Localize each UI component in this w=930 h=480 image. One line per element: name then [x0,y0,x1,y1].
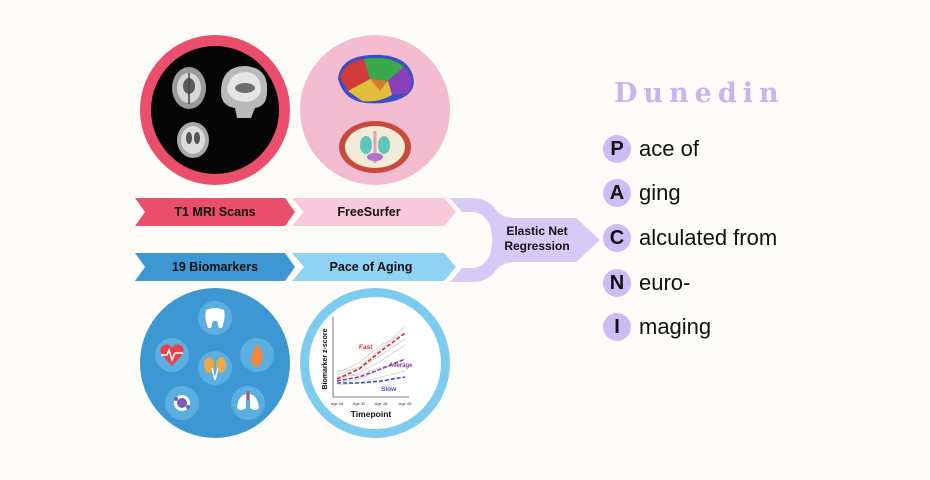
pace-step-label: Pace of Aging [329,260,413,274]
freesurfer-step-label: FreeSurfer [337,205,401,219]
acronym-word-a: ging [639,180,681,205]
freesurfer-step-chevron [292,198,456,226]
biomarkers-circle [140,288,290,438]
kidney-icon [198,351,232,385]
slow-series-label: Slow [381,386,397,393]
flame-icon [240,338,274,372]
acronym-word-p: ace of [639,136,699,161]
brain-segmentation-images [338,54,414,173]
tick-label-3: Age 45 [399,401,412,406]
dunedin-title: Dunedin [614,78,785,109]
pace-of-aging-mini-chart: Fast Average Slow Age 26 Age 32 Age 38 A… [322,317,413,419]
acronym-letter-c: C [603,224,631,252]
mri-scans-circle [140,35,290,185]
fast-series-label: Fast [359,344,373,351]
acronym-word-i: maging [639,314,712,339]
mri-scan-images [151,46,279,174]
acronym-row-a: A ging [603,179,681,207]
mri-step-chevron [135,198,295,226]
regression-merge-arrow [450,198,600,282]
acronym-row-p: P ace of [603,135,699,163]
tick-label-1: Age 32 [353,401,366,406]
pace-step-chevron [292,253,456,281]
regression-label-line1: Elastic Net [506,224,568,238]
heart-rate-icon [155,338,189,372]
mri-step-label: T1 MRI Scans [174,205,256,219]
fast-series-line [336,332,406,380]
acronym-row-c: C alculated from [603,224,777,252]
regression-label-line2: Regression [504,239,570,253]
acronym-word-c: alculated from [639,225,778,250]
acronym-letter-a: A [603,179,631,207]
acronym-row-i: I maging [603,313,711,341]
y-axis-label: Biomarker z-score [322,328,329,389]
tick-label-0: Age 26 [331,401,344,406]
x-axis-label: Timepoint [351,409,392,419]
acronym-row-n: N euro- [603,269,690,297]
tooth-icon [198,301,232,335]
acronym-letter-i: I [603,313,631,341]
acronym-word-n: euro- [639,270,691,295]
biomarkers-step-label: 19 Biomarkers [171,260,259,274]
slow-series-line [337,376,406,384]
freesurfer-circle [300,35,450,185]
biomarkers-step-chevron [135,253,295,281]
individual-trajectories [336,326,406,386]
acronym-letter-n: N [603,269,631,297]
lungs-icon [231,386,265,420]
average-series-label: Average [389,363,413,369]
acronym-letter-p: P [603,135,631,163]
tick-label-2: Age 38 [375,401,388,406]
cell-icon [165,386,199,420]
pace-of-aging-circle: Fast Average Slow Age 26 Age 32 Age 38 A… [300,288,450,438]
